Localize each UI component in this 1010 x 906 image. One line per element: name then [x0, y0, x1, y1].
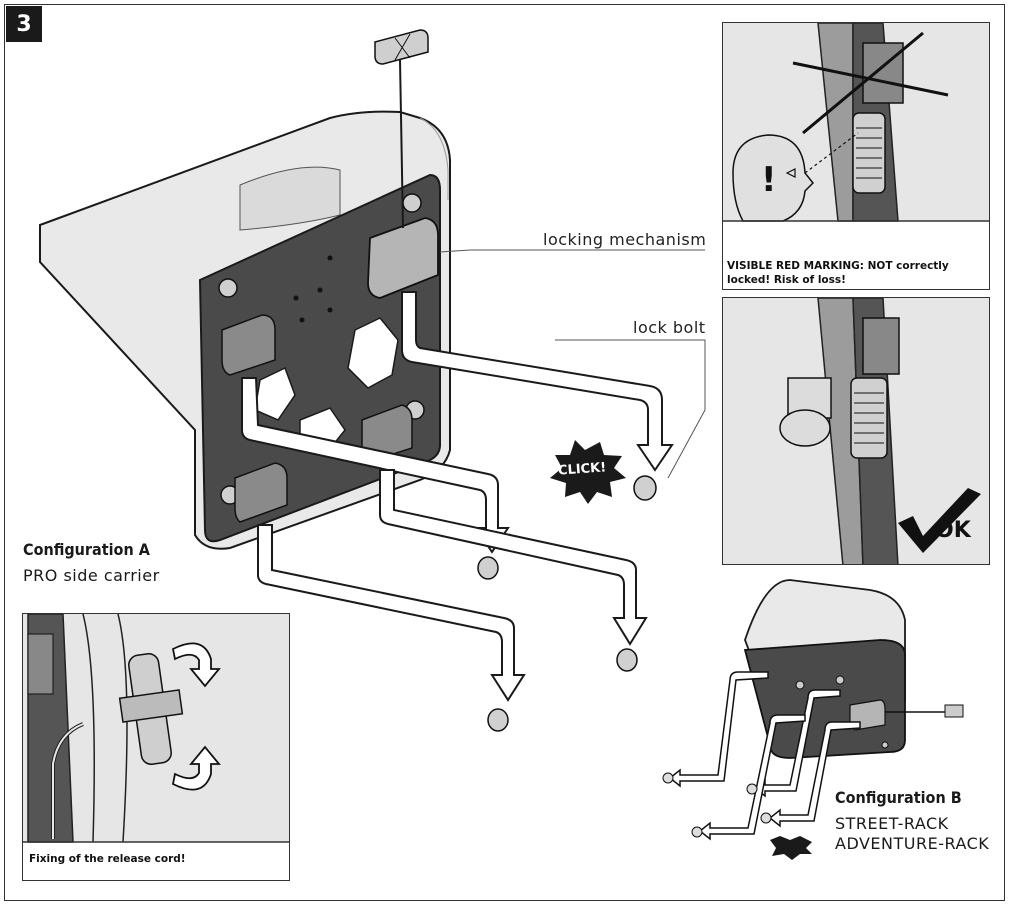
- click-burst-main: [550, 440, 626, 504]
- warning-caption-line2: locked! Risk of loss!: [727, 274, 846, 286]
- warning-panel: ! VISIBLE RED MARKING: NOT correctly loc…: [722, 22, 990, 290]
- config-b-illustration: [662, 579, 964, 860]
- svg-text:!: !: [761, 160, 777, 200]
- lock-bolt-label: lock bolt: [633, 318, 706, 337]
- config-a-title: Configuration A: [23, 540, 150, 559]
- leader-lines: [439, 249, 706, 479]
- ok-panel: OK: [722, 297, 990, 565]
- ok-illustration: [723, 298, 989, 564]
- config-b-line1: STREET-RACK: [835, 814, 949, 833]
- release-cord-caption: Fixing of the release cord!: [29, 853, 186, 865]
- insertion-arrows: [241, 291, 674, 702]
- release-cord-illustration: [23, 614, 289, 843]
- step-number-badge: 3: [6, 6, 42, 42]
- release-cord: [374, 29, 429, 229]
- config-b-title: Configuration B: [835, 788, 962, 807]
- config-b-line2: ADVENTURE-RACK: [835, 834, 990, 853]
- ok-label: OK: [935, 518, 971, 543]
- locking-mechanism-label: locking mechanism: [543, 230, 707, 249]
- mounting-plate: [198, 173, 441, 543]
- warning-caption-line1: VISIBLE RED MARKING: NOT correctly: [727, 260, 949, 272]
- lock-bolts: [477, 475, 657, 732]
- release-cord-panel: Fixing of the release cord!: [22, 613, 290, 881]
- warning-illustration: !: [723, 23, 989, 222]
- config-a-subtitle: PRO side carrier: [23, 566, 160, 585]
